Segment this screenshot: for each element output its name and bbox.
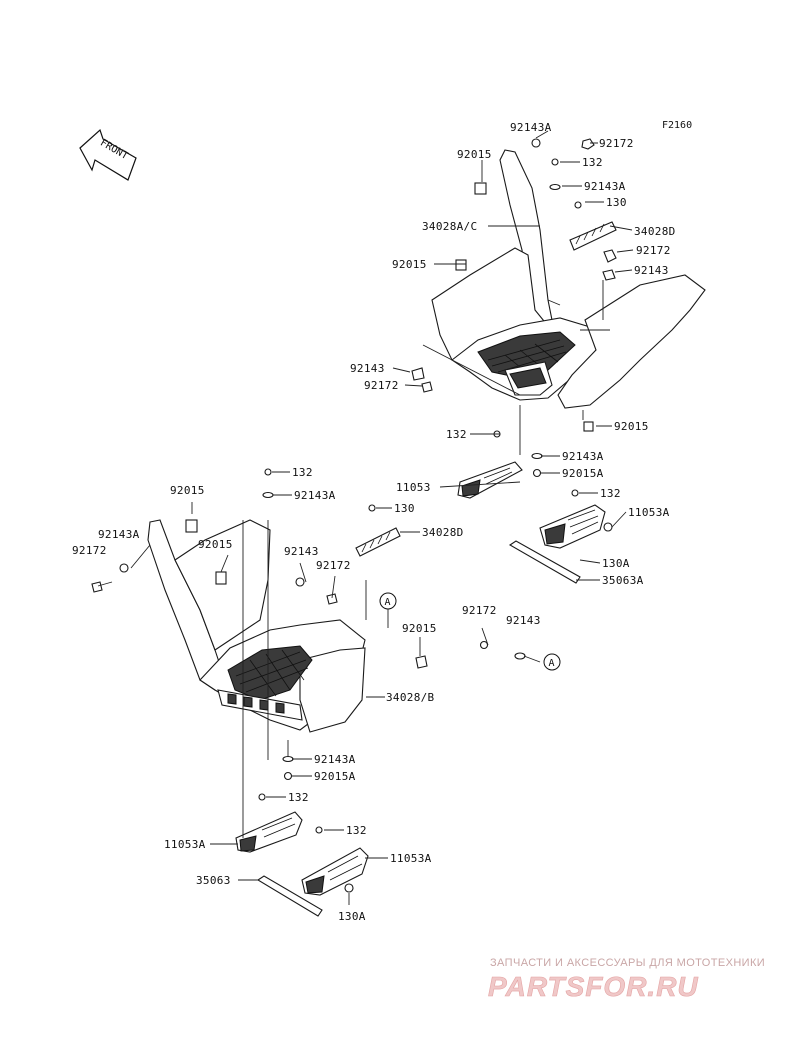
part-label: 130A [338, 910, 366, 923]
svg-text:A: A [385, 597, 391, 608]
part-labels: 92143A 92172 92015 132 92143A 130 34028A… [72, 121, 676, 923]
part-label: 92172 [364, 379, 399, 392]
part-label: 34028D [634, 225, 676, 238]
part-label: 92015 [402, 622, 437, 635]
part-label: 11053A [164, 838, 206, 851]
part-label: 132 [582, 156, 603, 169]
part-label: 92143 [350, 362, 385, 375]
part-label: 130A [602, 557, 630, 570]
part-label: 132 [346, 824, 367, 837]
part-label: 132 [600, 487, 621, 500]
part-label: 92172 [72, 544, 107, 557]
part-label: 92172 [316, 559, 351, 572]
part-label: 92143A [510, 121, 552, 134]
callout-a-upper: A [379, 592, 397, 610]
figure-code: F2160 [662, 120, 692, 131]
part-label: 132 [446, 428, 467, 441]
part-label: 92015 [198, 538, 233, 551]
part-label: 92015 [457, 148, 492, 161]
watermark: ЗАПЧАСТИ И АКСЕССУАРЫ ДЛЯ МОТОТЕХНИКИ PA… [488, 957, 765, 1002]
part-label: 92015 [614, 420, 649, 433]
part-label: 130 [394, 502, 415, 515]
part-label: 92143A [294, 489, 336, 502]
part-label: 92143 [284, 545, 319, 558]
part-label: 34028A/C [422, 220, 477, 233]
part-label: 35063 [196, 874, 231, 887]
part-label: 34028D [422, 526, 464, 539]
part-label: 92143A [98, 528, 140, 541]
part-label: 92015A [562, 467, 604, 480]
part-label: 132 [292, 466, 313, 479]
leader-lines [97, 130, 634, 905]
svg-text:A: A [549, 658, 555, 669]
part-label: 34028/B [386, 691, 435, 704]
part-label: 11053A [390, 852, 432, 865]
part-label: 92143 [506, 614, 541, 627]
part-label: 92143A [562, 450, 604, 463]
part-label: 132 [288, 791, 309, 804]
part-label: 92172 [599, 137, 634, 150]
part-label: 11053A [628, 506, 670, 519]
part-label: 92172 [636, 244, 671, 257]
part-label: 92172 [462, 604, 497, 617]
watermark-brand: PARTSFOR.RU [488, 971, 699, 1002]
callout-a-lower: A [543, 653, 561, 671]
part-label: 130 [606, 196, 627, 209]
right-footboard-drawing [431, 149, 706, 584]
left-footboard-drawing [147, 519, 401, 917]
part-label: 92143A [584, 180, 626, 193]
part-label: 92143A [314, 753, 356, 766]
part-label: 92015 [392, 258, 427, 271]
part-label: 35063A [602, 574, 644, 587]
watermark-tagline: ЗАПЧАСТИ И АКСЕССУАРЫ ДЛЯ МОТОТЕХНИКИ [490, 957, 765, 969]
part-label: 92015A [314, 770, 356, 783]
front-arrow-icon: FRONT [79, 128, 137, 181]
part-label: 92143 [634, 264, 669, 277]
part-label: 92015 [170, 484, 205, 497]
part-label: 11053 [396, 481, 431, 494]
